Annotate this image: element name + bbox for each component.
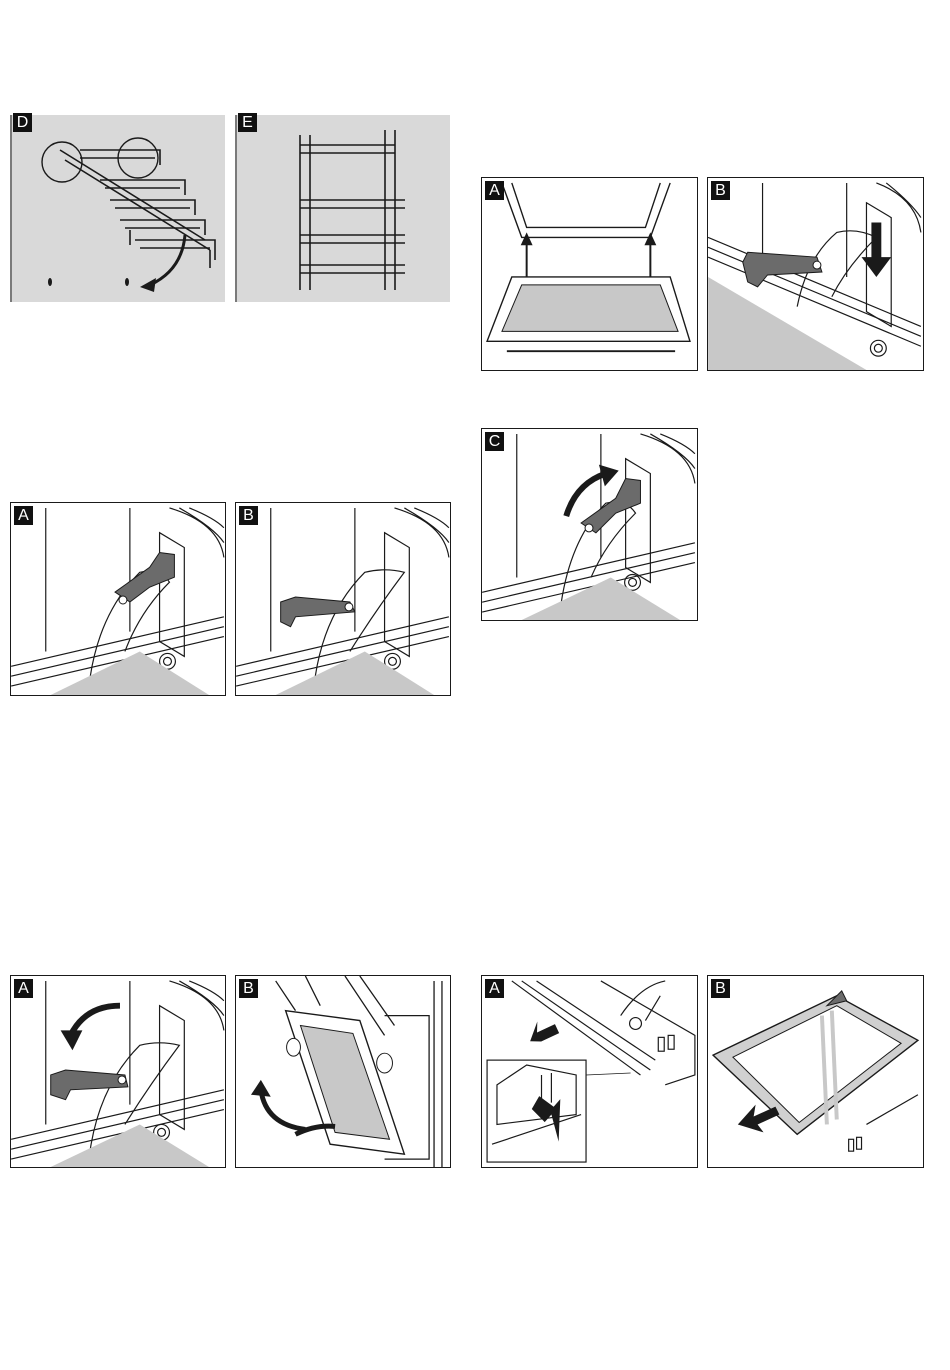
rack-e-illustration bbox=[235, 110, 450, 302]
lift-b-illustration bbox=[236, 976, 450, 1167]
figure-hinge-a: A bbox=[10, 502, 226, 696]
figure-rack-d: D bbox=[10, 110, 225, 302]
panel-label: A bbox=[485, 181, 504, 200]
panel-label: B bbox=[239, 506, 258, 525]
panel-label: D bbox=[13, 113, 32, 132]
figure-door-b: B bbox=[707, 177, 924, 371]
figure-rack-e: E bbox=[235, 110, 450, 302]
figure-door-a: A bbox=[481, 177, 698, 371]
panel-label: C bbox=[485, 432, 504, 451]
panel-label: B bbox=[711, 181, 730, 200]
panel-label: A bbox=[14, 506, 33, 525]
figure-door-c: C bbox=[481, 428, 698, 621]
figure-glass-b: B bbox=[707, 975, 924, 1168]
hinge-a-illustration bbox=[11, 503, 225, 695]
figure-hinge-b: B bbox=[235, 502, 451, 696]
figure-lift-b: B bbox=[235, 975, 451, 1168]
door-c-illustration bbox=[482, 429, 697, 620]
door-b-illustration bbox=[708, 178, 923, 370]
panel-label: B bbox=[239, 979, 258, 998]
glass-a-illustration bbox=[482, 976, 697, 1167]
glass-b-illustration bbox=[708, 976, 923, 1167]
door-a-illustration bbox=[482, 178, 697, 370]
lever-a-illustration bbox=[11, 976, 225, 1167]
figure-glass-a: A bbox=[481, 975, 698, 1168]
hinge-b-illustration bbox=[236, 503, 450, 695]
rack-d-illustration bbox=[10, 110, 225, 302]
panel-label: B bbox=[711, 979, 730, 998]
panel-label: A bbox=[14, 979, 33, 998]
panel-label: A bbox=[485, 979, 504, 998]
figure-lever-a: A bbox=[10, 975, 226, 1168]
panel-label: E bbox=[238, 113, 257, 132]
